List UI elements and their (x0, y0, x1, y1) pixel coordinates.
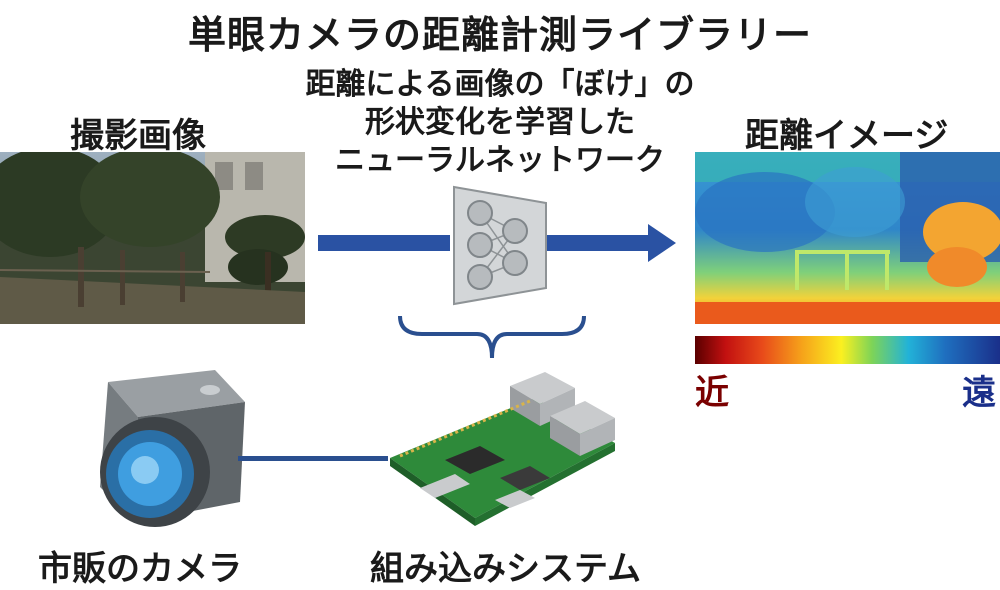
arrow-shaft-left (318, 235, 450, 251)
neural-network-icon (453, 185, 547, 306)
far-label: 遠 (962, 373, 996, 413)
camera-icon (100, 370, 245, 527)
board-label: 組み込みシステム (370, 549, 641, 589)
near-label: 近 (695, 373, 729, 413)
process-arrow (318, 224, 676, 262)
depth-image (695, 152, 1000, 324)
network-label-line-2: 形状変化を学習した (365, 105, 635, 140)
circuit-board-icon (390, 372, 615, 526)
arrow-head (648, 224, 676, 262)
diagram-title: 単眼カメラの距離計測ライブラリー (187, 13, 812, 57)
arrow-shaft-right (546, 235, 650, 251)
brace-connector (398, 315, 586, 359)
distance-color-scale (695, 336, 1000, 364)
network-label-line-1: 距離による画像の「ぼけ」の (305, 67, 695, 102)
network-label-line-3: ニューラルネットワーク (335, 143, 665, 178)
camera-connector-line (238, 456, 388, 461)
photo-label: 撮影画像 (70, 116, 206, 156)
camera-label: 市販のカメラ (38, 549, 242, 589)
captured-photo (0, 152, 305, 324)
depth-label: 距離イメージ (745, 116, 949, 156)
network-label: 距離による画像の「ぼけ」の 形状変化を学習した ニューラルネットワーク (300, 66, 700, 180)
